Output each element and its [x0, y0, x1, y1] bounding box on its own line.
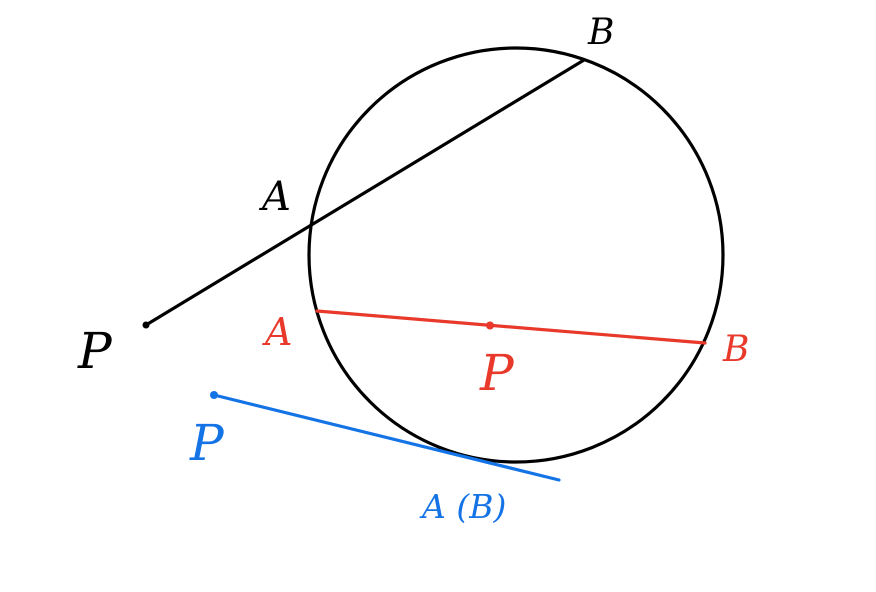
- black-secant-line: [144, 58, 586, 327]
- black-label-p: P: [77, 322, 113, 380]
- red-label-b: B: [722, 329, 749, 370]
- blue-point-p-dot: [210, 391, 218, 399]
- blue-tangent-line: [212, 393, 561, 482]
- blue-label-p: P: [189, 414, 225, 472]
- black-label-b: B: [587, 12, 614, 53]
- red-point-p-dot: [486, 321, 494, 330]
- circle: [307, 46, 725, 464]
- red-label-a: A: [262, 310, 292, 354]
- black-label-a: A: [258, 174, 291, 220]
- blue-label-tangent: A (B): [419, 487, 506, 526]
- black-point-p-dot: [142, 321, 150, 329]
- red-chord-line: [315, 309, 707, 345]
- red-label-p: P: [479, 344, 515, 402]
